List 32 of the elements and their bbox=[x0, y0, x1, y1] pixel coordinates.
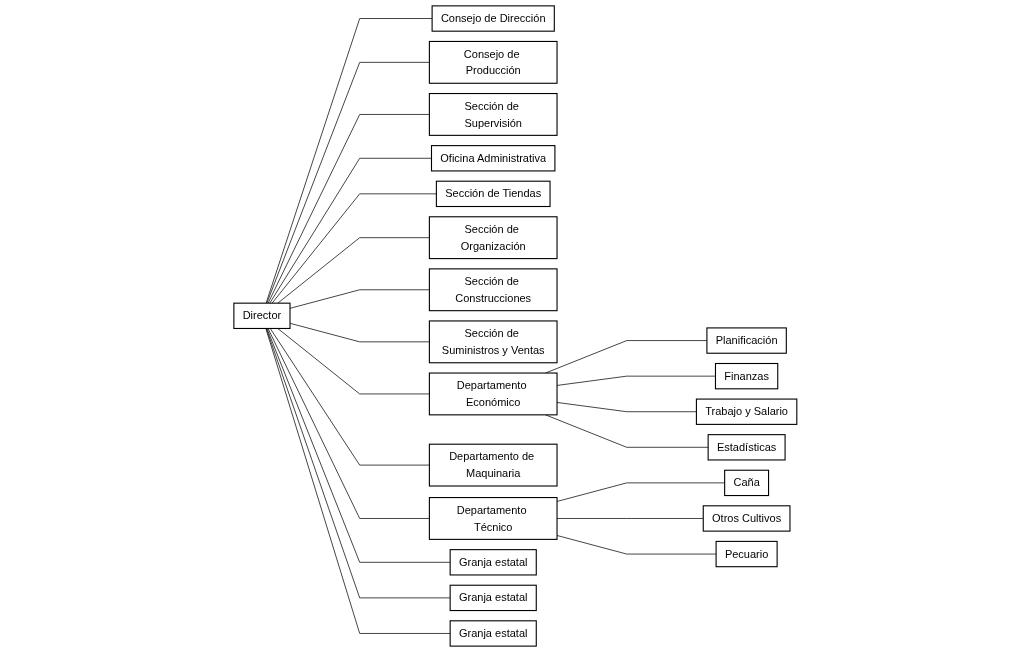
connector bbox=[267, 114, 430, 304]
node-box: Caña bbox=[724, 469, 770, 497]
connector bbox=[277, 237, 430, 304]
node-box: Finanzas bbox=[715, 362, 779, 390]
node-box: Consejo de Dirección bbox=[431, 5, 555, 32]
connector bbox=[266, 62, 430, 304]
node-box: Departamento de Maquinaria bbox=[429, 443, 558, 487]
node-box: Trabajo y Salario bbox=[696, 398, 798, 425]
node-box: Granja estatal bbox=[449, 620, 537, 647]
connector bbox=[545, 340, 708, 374]
node-box: Pecuario bbox=[715, 540, 778, 568]
node-box: Sección de Supervisión bbox=[429, 93, 558, 136]
node-box: Planificación bbox=[706, 327, 787, 354]
connector bbox=[545, 414, 709, 448]
node-box: Departamento Técnico bbox=[429, 497, 558, 540]
connector bbox=[277, 328, 430, 395]
node-box: Granja estatal bbox=[449, 584, 537, 612]
connector bbox=[270, 328, 430, 466]
node-box: Director bbox=[233, 302, 291, 330]
node-box: Consejo de Producción bbox=[429, 40, 558, 84]
node-box: Sección de Tiendas bbox=[436, 180, 551, 208]
node-box: Oficina Administrativa bbox=[431, 145, 556, 172]
node-box: Sección de Suministros y Ventas bbox=[429, 320, 558, 364]
node-box: Otros Cultivos bbox=[702, 505, 791, 532]
connector bbox=[271, 193, 437, 304]
connector bbox=[267, 328, 430, 519]
node-box: Estadísticas bbox=[707, 434, 786, 461]
connector bbox=[265, 18, 433, 304]
node-box: Sección de Organización bbox=[429, 216, 558, 260]
node-box: Departamento Económico bbox=[429, 372, 558, 416]
node-box: Granja estatal bbox=[449, 549, 537, 576]
node-box: Sección de Construcciones bbox=[429, 268, 558, 312]
